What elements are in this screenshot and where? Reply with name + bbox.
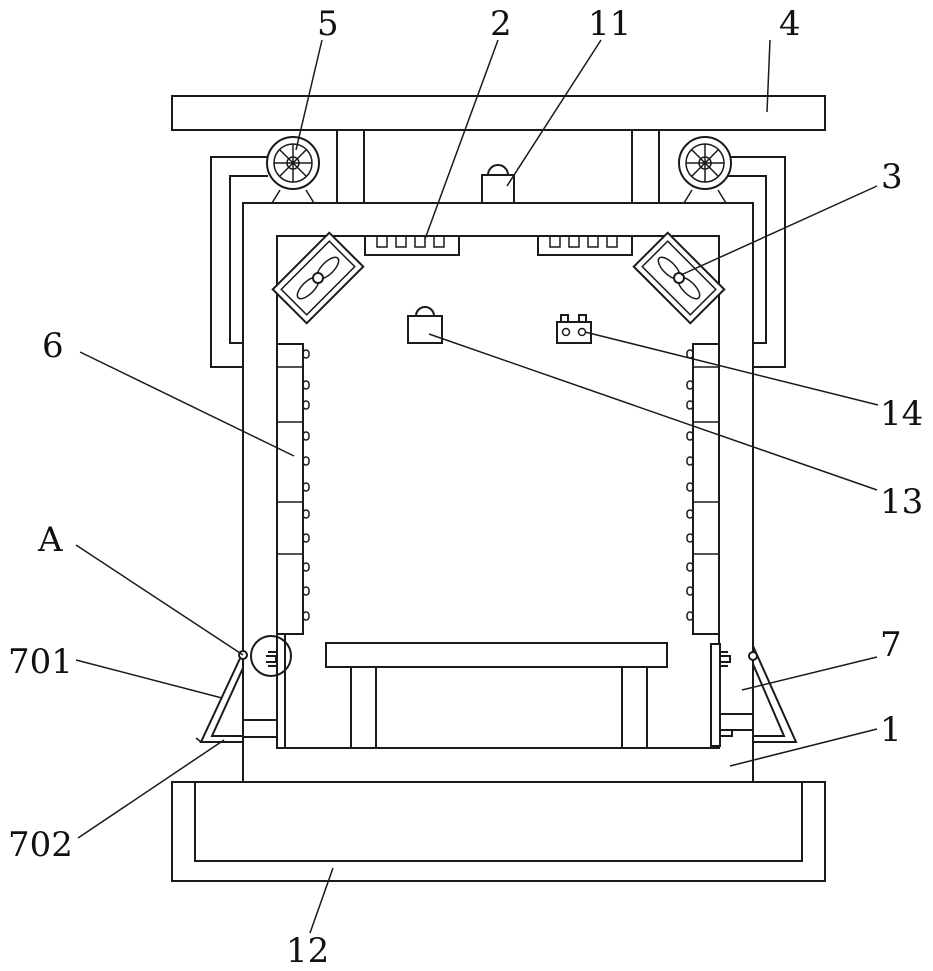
label-4: 4 [779, 4, 801, 44]
left-bracket [196, 651, 247, 742]
label-3: 3 [881, 157, 903, 197]
inner-chamber [277, 236, 719, 748]
label-1: 1 [880, 710, 902, 750]
left-wheel-icon [267, 137, 319, 203]
label-702: 702 [8, 825, 73, 865]
label-7: 7 [880, 625, 902, 665]
right-light-bar [538, 236, 632, 255]
top-sensor [482, 165, 514, 203]
label-5: 5 [317, 4, 339, 44]
left-light-bar [365, 236, 459, 255]
right-wheel-icon [679, 137, 731, 203]
label-701: 701 [8, 642, 73, 682]
label-14: 14 [880, 394, 923, 434]
base-tray [172, 782, 825, 881]
right-bracket [749, 646, 796, 742]
label-6: 6 [42, 326, 64, 366]
label-12: 12 [286, 931, 329, 971]
label-11: 11 [588, 4, 631, 44]
label-2: 2 [490, 4, 512, 44]
top-plate [172, 96, 825, 130]
label-a: A [37, 520, 63, 560]
label-13: 13 [880, 482, 923, 522]
